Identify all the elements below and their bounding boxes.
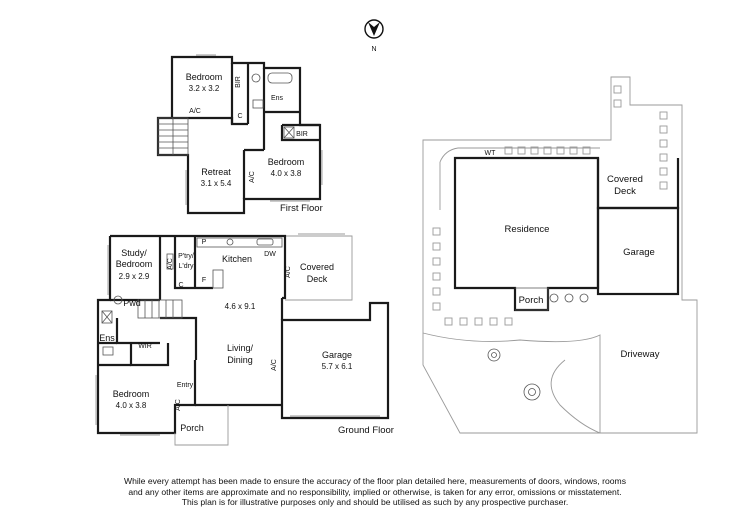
- gf-ac-label-3: A/C: [271, 359, 278, 371]
- gf-garage-size: 5.7 x 6.1: [322, 362, 353, 371]
- site-wt-label: WT: [485, 150, 497, 157]
- gf-study-label-1: Study/: [121, 248, 147, 258]
- gf-bedroom-label: Bedroom: [113, 389, 150, 399]
- gf-ac-label-1: A/C: [167, 258, 174, 270]
- gf-deck-label-2: Deck: [307, 274, 328, 284]
- site-garage-label: Garage: [623, 247, 655, 258]
- disclaimer-line: While every attempt has been made to ens…: [123, 476, 627, 486]
- gf-study-size: 2.9 x 2.9: [119, 272, 150, 281]
- ground-floor-plan: [95, 233, 390, 446]
- ff-retreat-size: 3.1 x 5.4: [201, 179, 232, 188]
- north-arrow-icon: [364, 19, 384, 39]
- gf-ac-label-4: A/C: [175, 399, 182, 411]
- gf-living-size: 4.6 x 9.1: [225, 302, 256, 311]
- gf-c-label: C: [178, 282, 183, 289]
- first-floor-plan: [156, 54, 323, 215]
- gf-p-label: P: [202, 239, 207, 246]
- gf-pwd-label: Pwd: [123, 298, 141, 308]
- site-residence-label: Residence: [505, 224, 550, 235]
- plant-icon: [487, 293, 589, 401]
- ff-bedroom-b-label: Bedroom: [268, 157, 305, 167]
- ff-bedroom-b-size: 4.0 x 3.8: [271, 169, 302, 178]
- site-deck-label-1: Covered: [607, 174, 643, 185]
- ff-ac-a-label: A/C: [189, 108, 201, 115]
- paver-row-icon: [432, 85, 668, 326]
- ff-bir-a-label: BIR: [235, 76, 242, 88]
- gf-ensuite-label: Ens: [99, 333, 115, 343]
- ff-bedroom-a-size: 3.2 x 3.2: [189, 84, 220, 93]
- ff-ensuite-label: Ens: [271, 95, 284, 102]
- ff-cupboard-label: C: [237, 113, 242, 120]
- ff-ac-b-label: A/C: [249, 171, 256, 183]
- site-deck-label-2: Deck: [614, 186, 636, 197]
- gf-dw-label: DW: [264, 251, 276, 258]
- gf-living-label-2: Dining: [227, 355, 253, 365]
- gf-ac-label-2: A/C: [285, 266, 292, 278]
- gf-garage-label: Garage: [322, 350, 352, 360]
- ff-retreat-label: Retreat: [201, 167, 231, 177]
- disclaimer: While every attempt has been made to ens…: [0, 476, 750, 508]
- gf-pantry-label-1: P'try/: [178, 253, 194, 260]
- ground-floor-title: Ground Floor: [338, 425, 394, 436]
- gf-wir-label: WIR: [138, 343, 152, 350]
- site-plan: [422, 76, 698, 434]
- gf-kitchen-label: Kitchen: [222, 254, 252, 264]
- disclaimer-line: This plan is for illustrative purposes o…: [181, 497, 569, 508]
- gf-study-label-2: Bedroom: [116, 259, 153, 269]
- site-driveway-label: Driveway: [620, 349, 659, 360]
- gf-living-label-1: Living/: [227, 343, 254, 353]
- disclaimer-line: and any other items are approximate and …: [128, 486, 622, 497]
- gf-deck-label-1: Covered: [300, 262, 334, 272]
- ff-bir-b-label: BIR: [296, 131, 308, 138]
- gf-porch-label: Porch: [180, 423, 204, 433]
- site-porch-label: Porch: [519, 295, 544, 306]
- gf-pantry-label-2: L'dry: [179, 263, 194, 270]
- gf-f-label: F: [202, 277, 206, 284]
- north-label: N: [371, 46, 376, 53]
- first-floor-title: First Floor: [280, 203, 323, 214]
- gf-bedroom-size: 4.0 x 3.8: [116, 401, 147, 410]
- ff-bedroom-a-label: Bedroom: [186, 72, 223, 82]
- gf-entry-label: Entry: [177, 382, 194, 389]
